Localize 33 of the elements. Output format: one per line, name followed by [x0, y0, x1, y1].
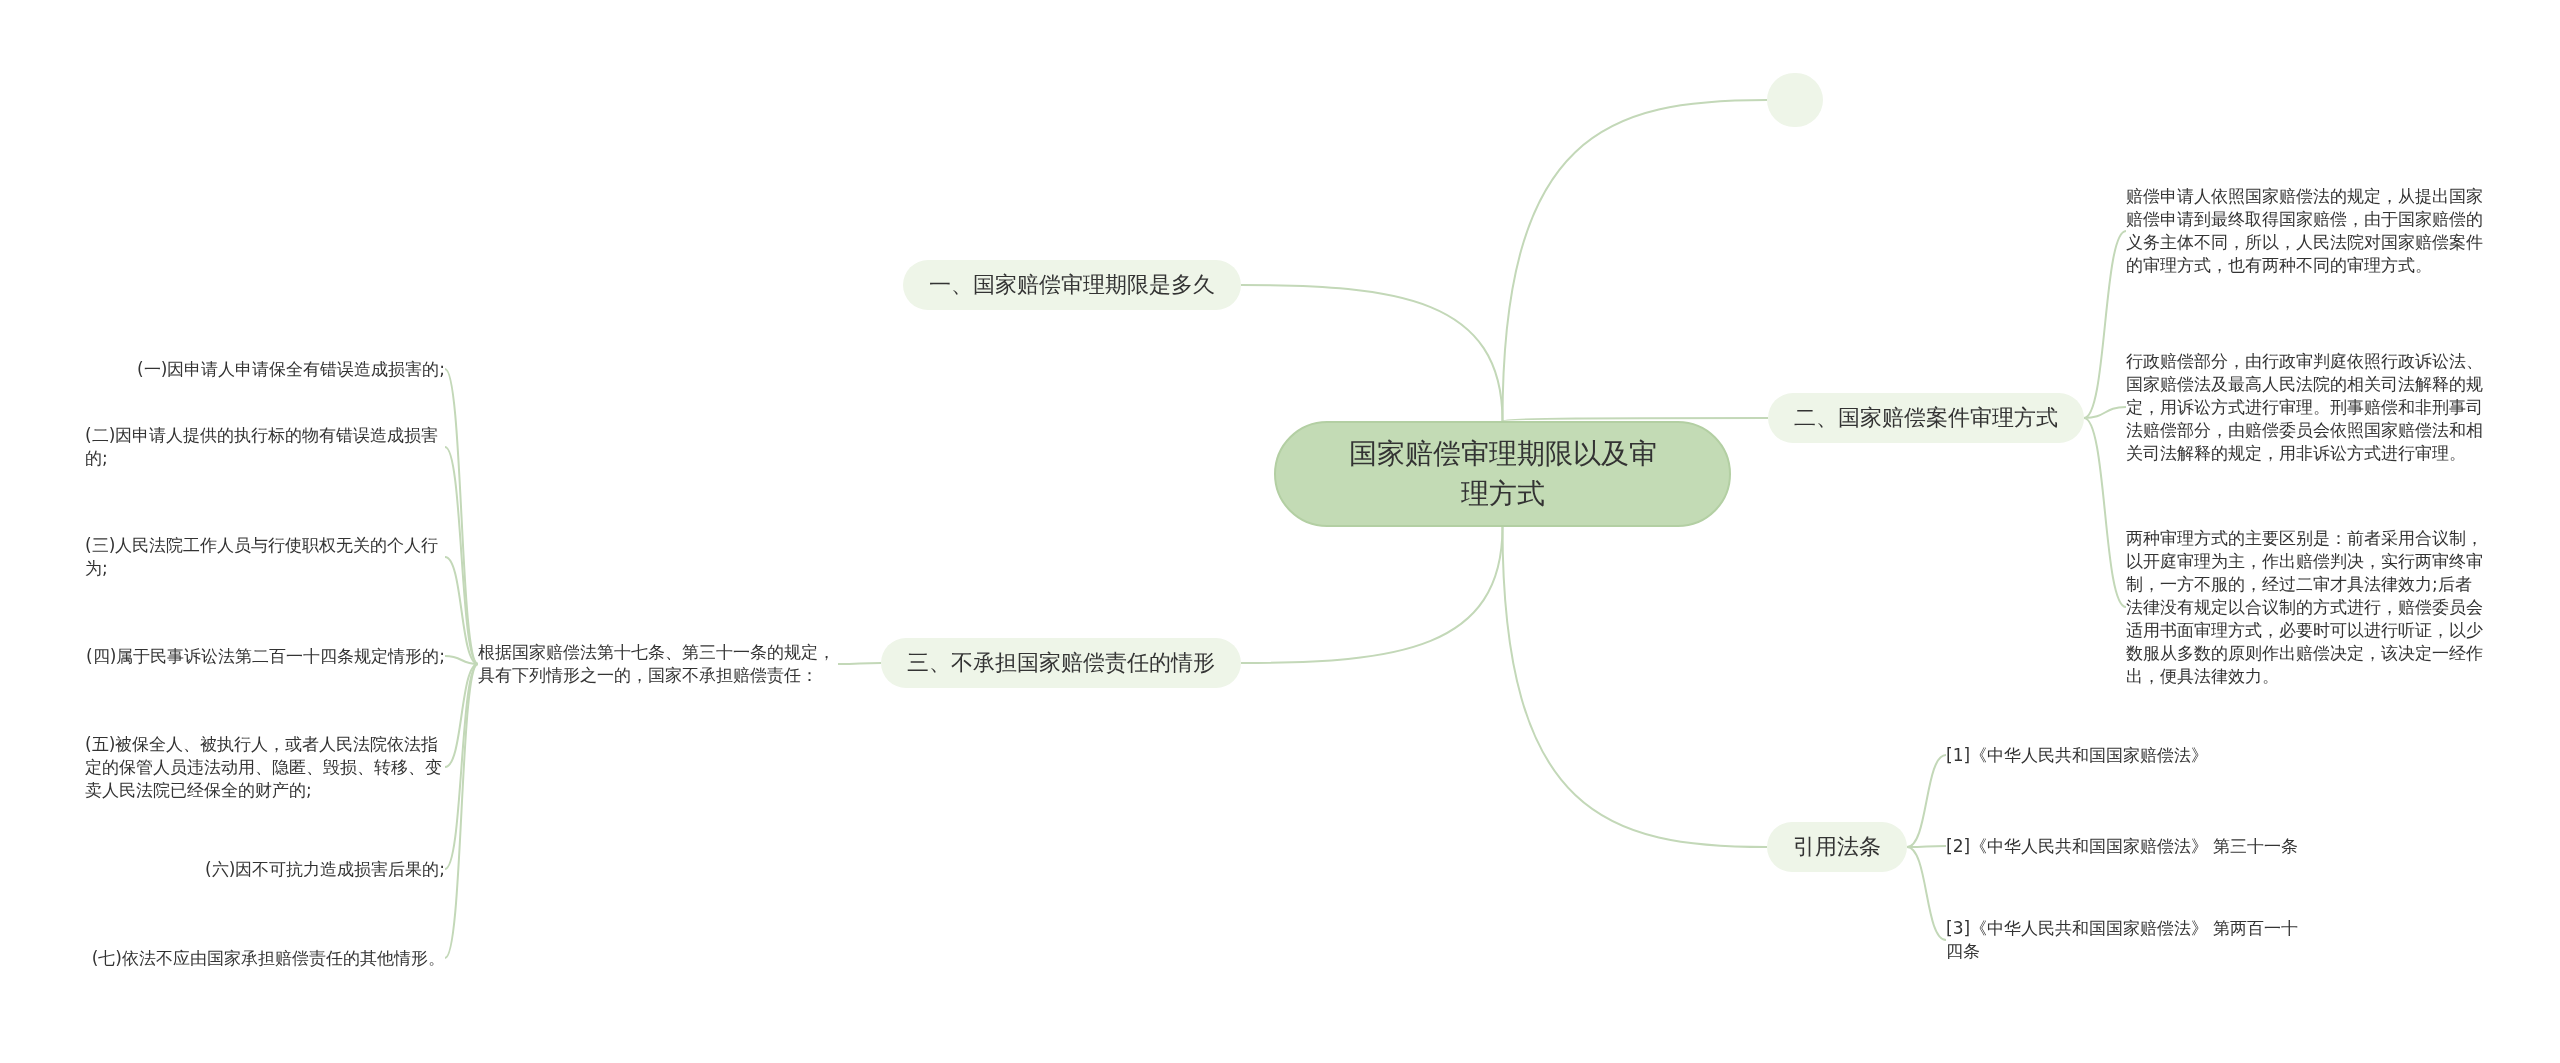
- topic-bubble: 三、不承担国家赔偿责任的情形: [881, 638, 1241, 688]
- note-text: 行政赔偿部分，由行政审判庭依照行政诉讼法、国家赔偿法及最高人民法院的相关司法解释的规定，用诉讼方式进行审理。刑事赔偿和非刑事司法赔偿部分，由赔偿委员会依照国家赔偿法和相关司法解释的规定，用非诉讼方式进行审理。: [2126, 349, 2486, 465]
- connector-line: [2083, 417, 2127, 608]
- connector-line: [837, 662, 882, 665]
- note-text: (二)因申请人提供的执行标的物有错误造成损害的;: [85, 424, 445, 470]
- topic-bubble: 二、国家赔偿案件审理方式: [1768, 393, 2084, 443]
- note-text: [3]《中华人民共和国国家赔偿法》 第两百一十四条: [1946, 917, 2306, 963]
- topic-bubble: 引用法条: [1767, 822, 1907, 872]
- empty-bubble: [1767, 73, 1823, 127]
- note-text: (五)被保全人、被执行人，或者人民法院依法指定的保管人员违法动用、隐匿、毁损、转移、变卖人民法院已经保全的财产的;: [85, 732, 445, 802]
- connector-line: [1501, 417, 1769, 422]
- note-text: (三)人民法院工作人员与行使职权无关的个人行为;: [85, 534, 445, 580]
- note-text: 赔偿申请人依照国家赔偿法的规定，从提出国家赔偿申请到最终取得国家赔偿，由于国家赔偿的义务主体不同，所以，人民法院对国家赔偿案件的审理方式，也有两种不同的审理方式。: [2126, 185, 2486, 277]
- connector-line: [444, 446, 479, 665]
- central-topic: 国家赔偿审理期限以及审理方式: [1274, 421, 1731, 527]
- connector-line: [1906, 754, 1947, 848]
- connector-line: [444, 663, 479, 959]
- connector-line: [1501, 99, 1768, 422]
- note-text: [2]《中华人民共和国国家赔偿法》 第三十一条: [1946, 834, 2306, 858]
- connector-line: [1501, 526, 1768, 848]
- note-text: (一)因申请人申请保全有错误造成损害的;: [137, 357, 445, 381]
- topic-bubble: 一、国家赔偿审理期限是多久: [903, 260, 1241, 310]
- connector-line: [1240, 526, 1504, 664]
- note-text: (七)依法不应由国家承担赔偿责任的其他情形。: [91, 946, 445, 970]
- note-text: 两种审理方式的主要区别是：前者采用合议制，以开庭审理为主，作出赔偿判决，实行两审终审制，一方不服的，经过二审才具法律效力;后者法律没有规定以合议制的方式进行，赔偿委员会适用书面审理方式，必要时可以进行听证，以少数服从多数的原则作出赔偿决定，该决定一经作出，便具法律效力。: [2126, 526, 2486, 688]
- note-text: [1]《中华人民共和国国家赔偿法》: [1946, 743, 2306, 767]
- connector-line: [1240, 284, 1504, 422]
- connector-line: [444, 663, 479, 870]
- connector-line: [2083, 230, 2127, 419]
- note-text: 根据国家赔偿法第十七条、第三十一条的规定，具有下列情形之一的，国家不承担赔偿责任：: [478, 641, 838, 687]
- note-text: (四)属于民事诉讼法第二百一十四条规定情形的;: [86, 644, 445, 668]
- note-text: (六)因不可抗力造成损害后果的;: [205, 857, 445, 881]
- connector-line: [1906, 846, 1947, 941]
